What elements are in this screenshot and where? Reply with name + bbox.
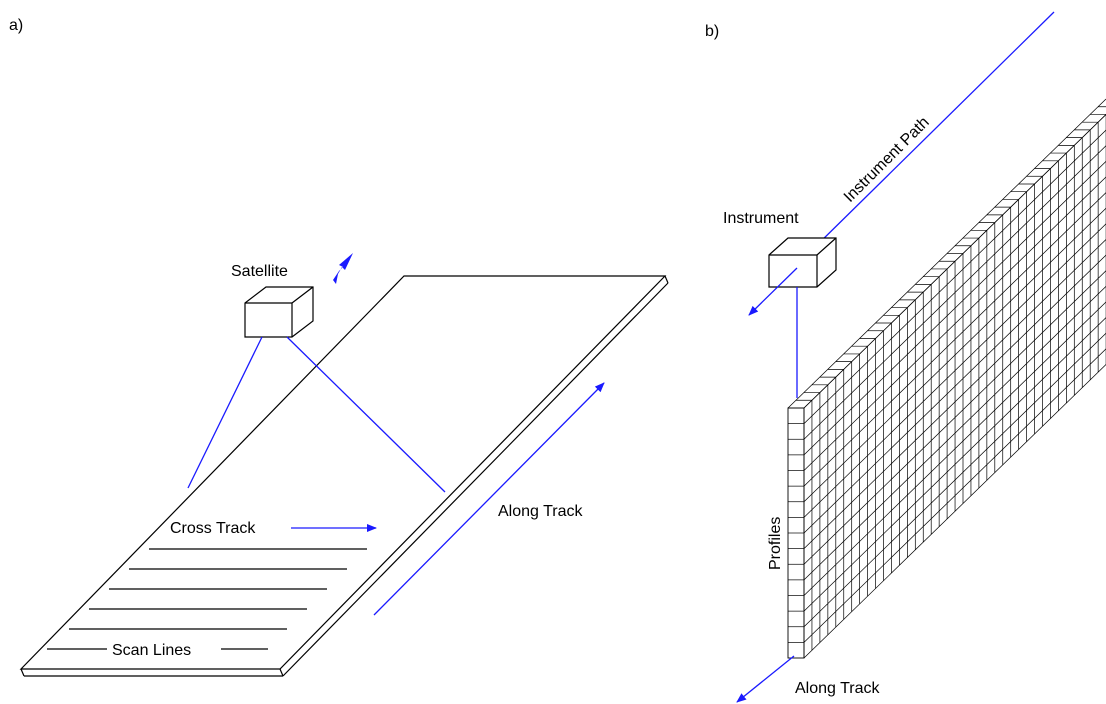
swath-top-face bbox=[19, 275, 667, 670]
side-row-line bbox=[803, 254, 1106, 549]
side-row-line bbox=[803, 270, 1106, 565]
side-row-line bbox=[803, 317, 1106, 612]
panel-a: a) Satellite Cross Track Scan Lines bbox=[9, 17, 669, 677]
side-row-line bbox=[803, 348, 1106, 643]
panel-b-tag: b) bbox=[705, 23, 719, 40]
side-row-line bbox=[803, 285, 1106, 581]
side-row-line bbox=[803, 301, 1106, 596]
side-row-line bbox=[803, 332, 1106, 628]
satellite-direction-arrow bbox=[333, 253, 353, 284]
profiles-label: Profiles bbox=[767, 517, 784, 570]
side-row-line bbox=[803, 192, 1106, 487]
ground-swath bbox=[19, 275, 669, 677]
satellite-view-line-right bbox=[286, 336, 446, 493]
panel-b: b) Instrument Path Instrument Profiles A… bbox=[705, 11, 1106, 703]
instrument-label: Instrument bbox=[723, 210, 799, 227]
scan-lines bbox=[69, 548, 367, 630]
side-row-line bbox=[803, 114, 1106, 409]
instrument-box bbox=[768, 237, 837, 288]
top-edge-line bbox=[787, 98, 1106, 409]
side-row-line bbox=[803, 364, 1106, 659]
scan-lines-label: Scan Lines bbox=[112, 642, 191, 659]
along-track-arrow-b bbox=[736, 655, 795, 703]
panel-a-tag: a) bbox=[9, 17, 23, 34]
along-track-label-b: Along Track bbox=[795, 680, 880, 697]
swath-edge bbox=[20, 668, 25, 677]
side-row-line bbox=[803, 129, 1106, 424]
side-row-line bbox=[803, 207, 1106, 503]
profile-curtain-grid bbox=[787, 98, 1106, 659]
satellite-box bbox=[244, 286, 314, 338]
side-row-line bbox=[803, 239, 1106, 534]
side-row-line bbox=[803, 223, 1106, 518]
instrument-direction-arrow bbox=[748, 267, 798, 316]
side-row-line bbox=[803, 160, 1106, 456]
cross-track-label: Cross Track bbox=[170, 520, 256, 537]
side-row-line bbox=[803, 145, 1106, 440]
swath-edge bbox=[664, 275, 669, 284]
instrument-path-line bbox=[811, 11, 1055, 251]
swath-edge bbox=[282, 282, 669, 677]
swath-edge bbox=[279, 668, 284, 677]
instrument-path-label: Instrument Path bbox=[841, 114, 933, 206]
satellite-label: Satellite bbox=[231, 263, 288, 280]
side-row-line bbox=[803, 176, 1106, 471]
along-track-label-a: Along Track bbox=[498, 503, 583, 520]
along-track-arrow-a bbox=[373, 382, 605, 616]
satellite-view-line-left bbox=[187, 336, 263, 489]
